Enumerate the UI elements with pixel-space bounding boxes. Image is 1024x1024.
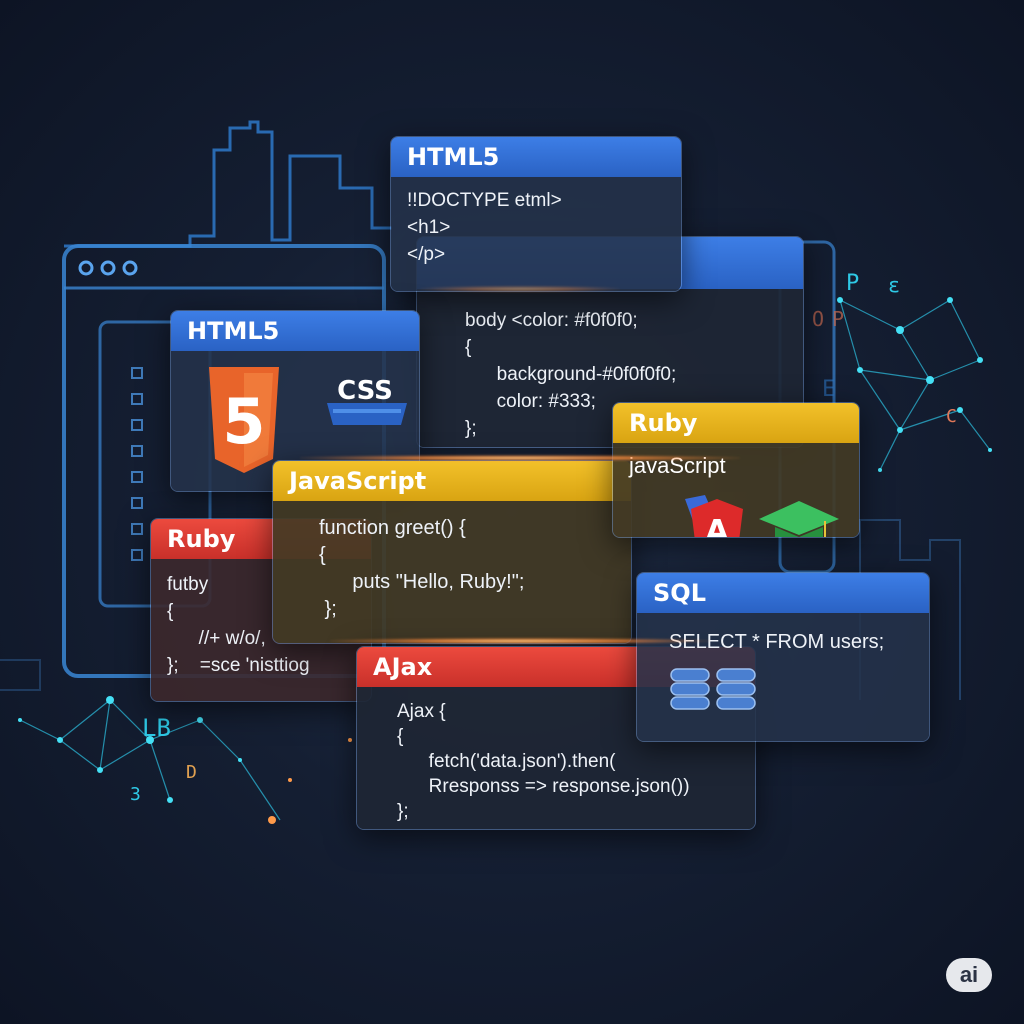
javascript-card: JavaScript function greet() { { puts "Hel… [272,460,632,644]
ruby-top-card: Ruby javaScript A [612,402,860,538]
card-title: HTML5 [171,311,419,351]
html-code-block: !!DOCTYPE etml> <h1> </p> [391,177,681,291]
code-line: color: #333; [465,391,596,412]
light-streak [330,638,710,644]
code-line: <h1> [407,217,451,238]
glyph-p: P [846,271,859,296]
card-title: SQL [637,573,929,613]
code-line: futby [167,574,209,595]
glyph-p2: P [832,307,844,331]
javascript-code-block: function greet() { { puts "Hello, Ruby!";… [273,501,631,643]
code-line: { [465,337,472,358]
glyph-3: 3 [130,784,141,805]
html5-shield-icon: 5 [209,367,279,473]
card-title: Ruby [613,403,859,443]
card-title: JavaScript [273,461,631,501]
glyph-o: O [812,307,824,331]
angular-letter: A [705,514,729,538]
html5-shield-number: 5 [222,385,265,458]
glyph-d: D [186,762,197,783]
html5-top-card: HTML5 !!DOCTYPE etml> <h1> </p> [390,136,682,292]
code-line: }; [465,418,477,439]
css-logo-icon: CSS [327,376,407,425]
angular-icon: A [691,499,743,538]
code-line: body <color: #f0f0f0; [465,310,638,331]
code-line: }; [319,598,337,620]
sql-card: SQL SELECT * FROM users; [636,572,930,742]
code-line: background-#0f0f0f0; [465,364,677,385]
code-line: }; =sce 'nisttiog [167,655,310,676]
database-icon [670,668,756,710]
code-line: { [397,726,404,747]
glyph-c: C [946,406,957,427]
code-line: puts "Hello, Ruby!"; [319,571,525,593]
sql-body: SELECT * FROM users; [637,613,929,741]
glyph-epsilon: ε [888,273,900,297]
graduation-cap-icon [759,501,839,537]
light-streak [420,286,620,292]
glyph-e: E [822,377,835,402]
card-title: HTML5 [391,137,681,177]
glyph-lb: LB [142,714,171,742]
code-line: { [319,544,326,566]
code-line: </p> [407,244,446,265]
code-line: !!DOCTYPE etml> [407,190,562,211]
code-line: { [167,601,174,622]
code-line: fetch('data.json').then( [397,751,616,772]
css-logo-label: CSS [337,376,393,406]
code-line: //+ w/o/, [167,628,266,649]
ai-badge: ai [946,958,992,992]
sql-query: SELECT * FROM users; [669,631,885,653]
code-line: Ajax { [397,701,446,722]
code-line: function greet() { [319,517,466,539]
code-line: Rresponss => response.json()) [397,776,690,797]
code-line: }; [397,801,409,822]
light-streak [300,455,740,461]
